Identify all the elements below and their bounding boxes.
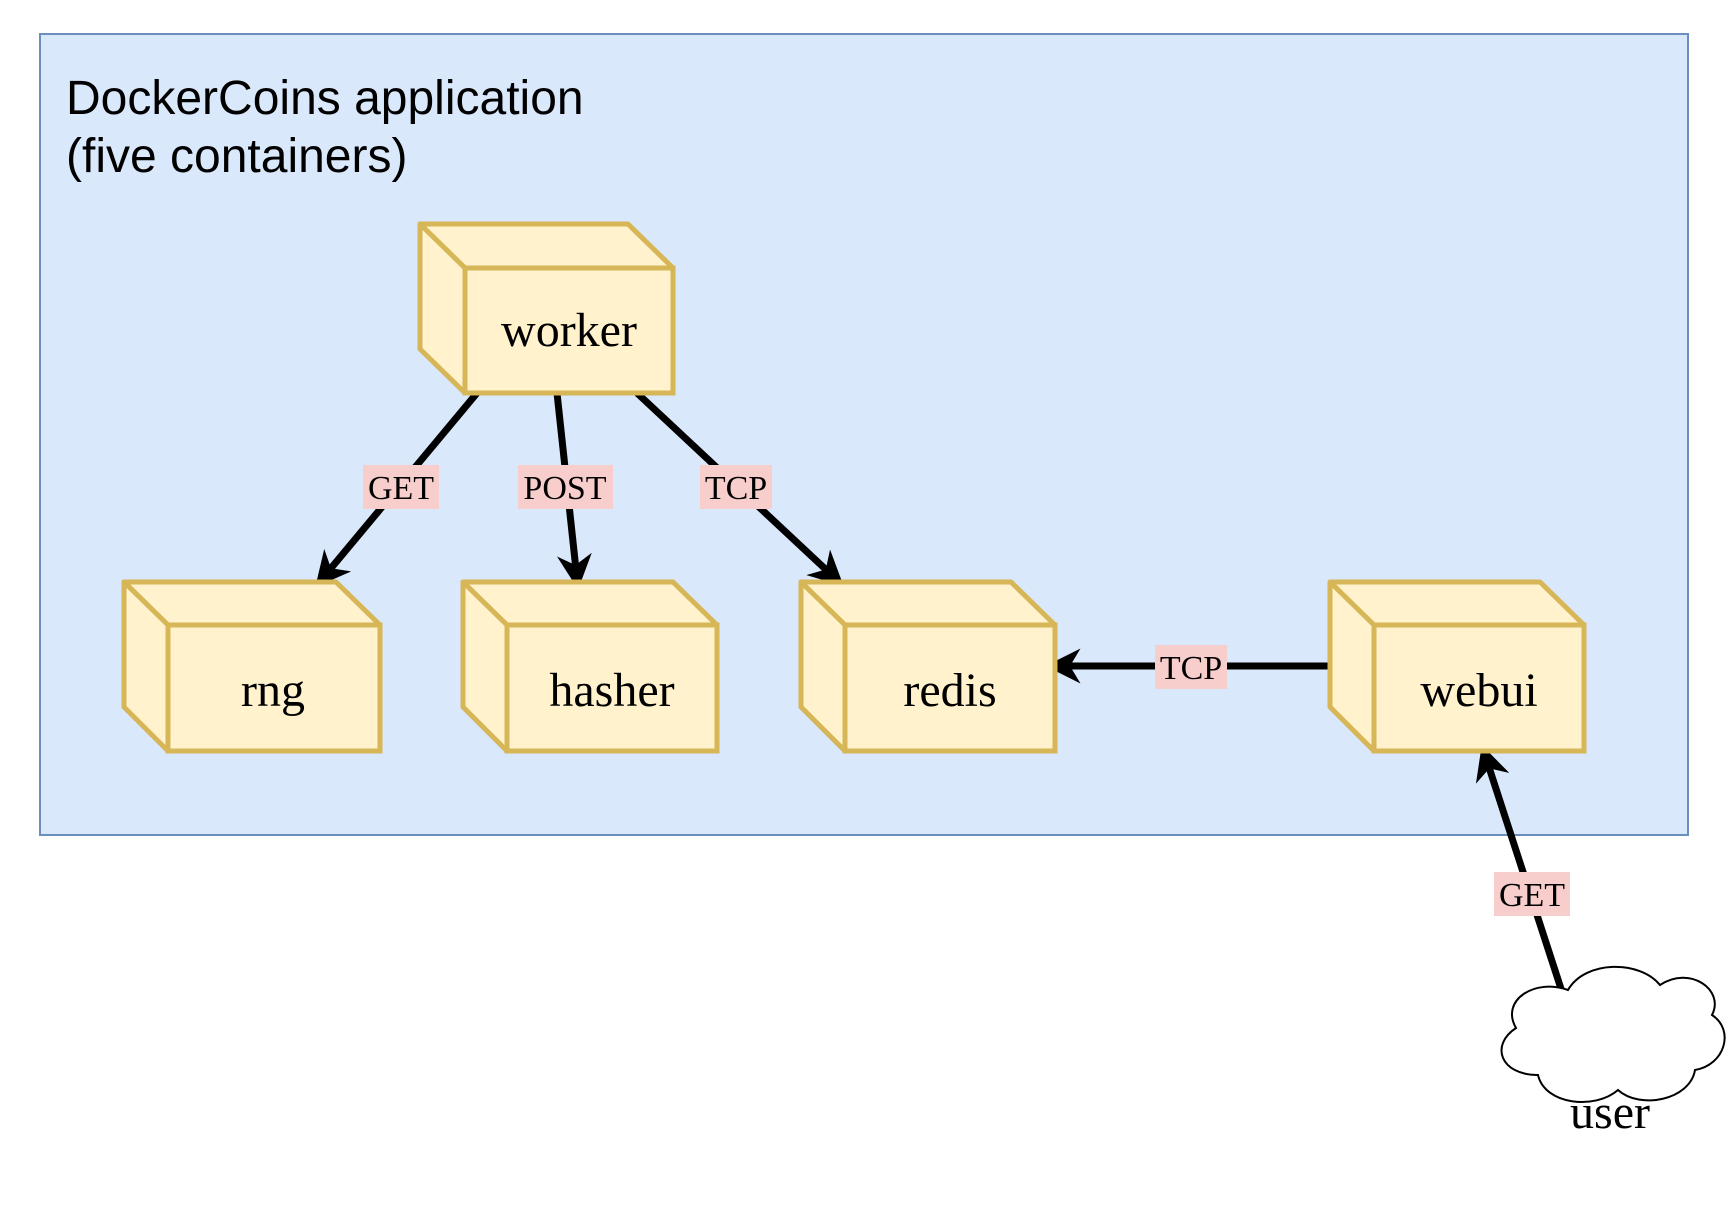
edge-label-webui-redis: TCP [1155, 645, 1227, 689]
svg-text:TCP: TCP [705, 470, 767, 507]
rng-label: rng [241, 664, 305, 717]
svg-text:POST: POST [523, 470, 606, 507]
edge-label-worker-rng: GET [363, 465, 439, 509]
edge-label-worker-hasher: POST [518, 465, 613, 509]
worker-label: worker [501, 304, 637, 357]
container-webui: webui [1327, 579, 1587, 754]
redis-label: redis [903, 664, 996, 717]
container-hasher: hasher [460, 579, 720, 754]
svg-text:GET: GET [1499, 877, 1565, 914]
group-title-line2: (five containers) [66, 130, 407, 183]
hasher-label: hasher [549, 664, 674, 717]
container-rng: rng [121, 579, 383, 754]
group-title-line1: DockerCoins application [66, 72, 584, 125]
user-cloud: user [1500, 965, 1726, 1139]
svg-text:TCP: TCP [1160, 650, 1222, 687]
edge-label-worker-redis: TCP [700, 465, 772, 509]
container-worker: worker [417, 221, 676, 396]
user-label: user [1570, 1086, 1650, 1139]
webui-label: webui [1420, 664, 1537, 717]
svg-text:GET: GET [368, 470, 434, 507]
container-redis: redis [798, 579, 1058, 754]
edge-label-user-webui: GET [1494, 872, 1570, 916]
